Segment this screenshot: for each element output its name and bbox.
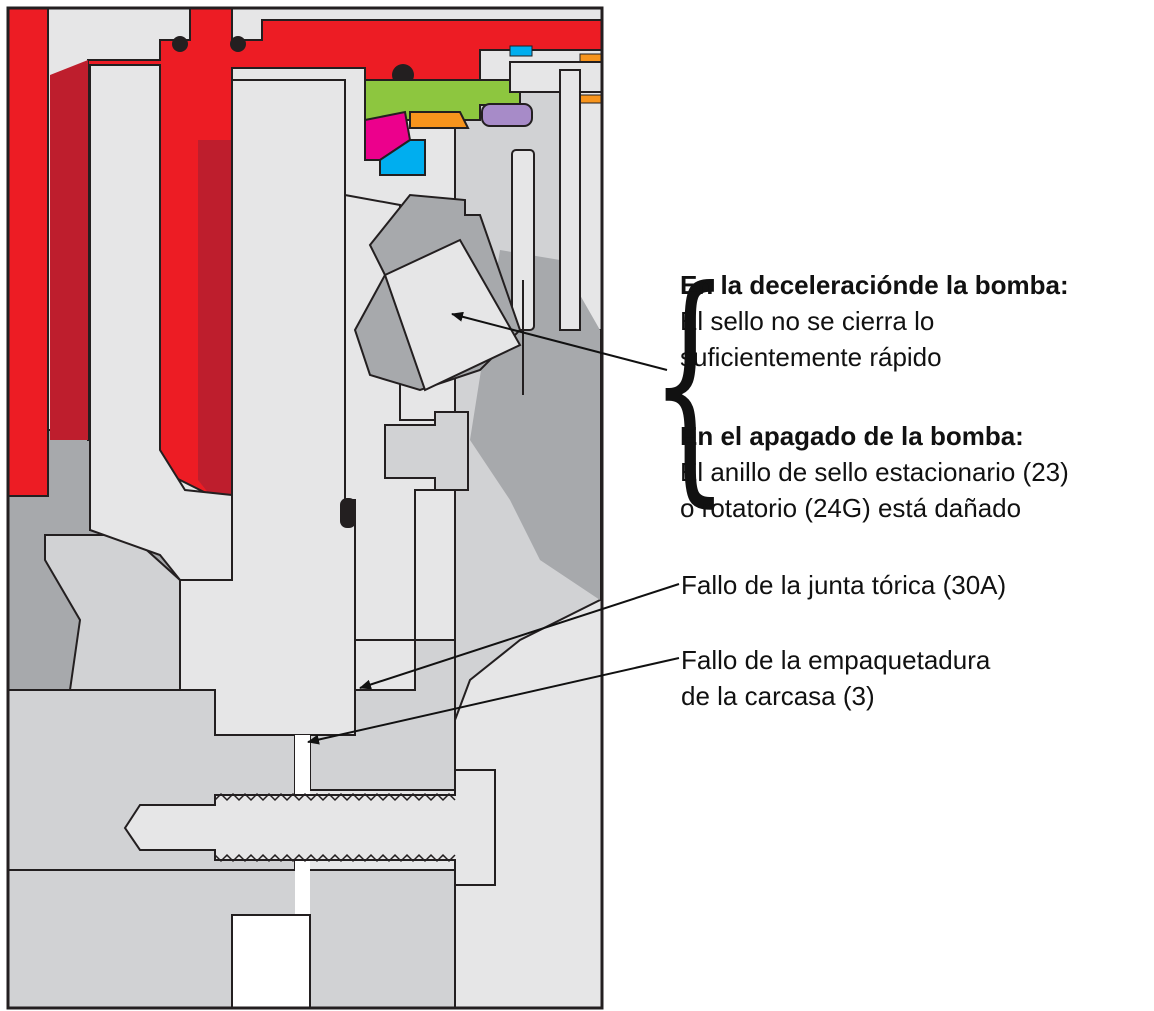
o-ring-30a [340,498,356,528]
deceleration-line-1: El sello no se cierra lo [680,306,935,336]
gasket-failure-line-2: de la carcasa (3) [681,681,875,711]
red-bracket-shade-left [50,60,88,440]
deceleration-title: En la deceleraciónde la bomba: [680,270,1069,300]
gasket-gap-lower [295,860,310,920]
bottom-white-opening [231,914,311,1009]
orange-rotating-ring [409,111,470,129]
shutdown-line-1: El anillo de sello estacionario (23) [680,457,1069,487]
orange-spring-top [579,53,603,63]
leader-oring [359,583,680,690]
o-ring-top-right [230,36,246,52]
bolt-top-right [509,61,603,93]
shutdown-title: En el apagado de la bomba: [680,421,1024,451]
cyan-retainer-top [509,45,533,57]
deceleration-line-2: suficientemente rápido [680,342,942,372]
annotation-brace: { [650,237,730,528]
shutdown-line-2: o rotatorio (24G) está dañado [680,493,1022,523]
leader-seal-closure [451,311,668,371]
cyan-seal-ring [379,139,426,176]
leader-gasket [307,657,680,745]
section-frame [6,6,604,1010]
gasket-gap-white [295,735,310,795]
plug-screw [384,411,469,491]
screw-threads [214,792,456,863]
gasket-failure-line-1: Fallo de la empaquetadura [681,645,991,675]
o-ring-top-left [172,36,188,52]
orange-spring-lower [579,94,603,104]
shaft-right [559,69,581,331]
purple-element [481,103,533,127]
red-bracket-shade-right [198,140,232,495]
red-bracket-lower [7,7,49,497]
oring-failure-label: Fallo de la junta tórica (30A) [681,570,1007,600]
